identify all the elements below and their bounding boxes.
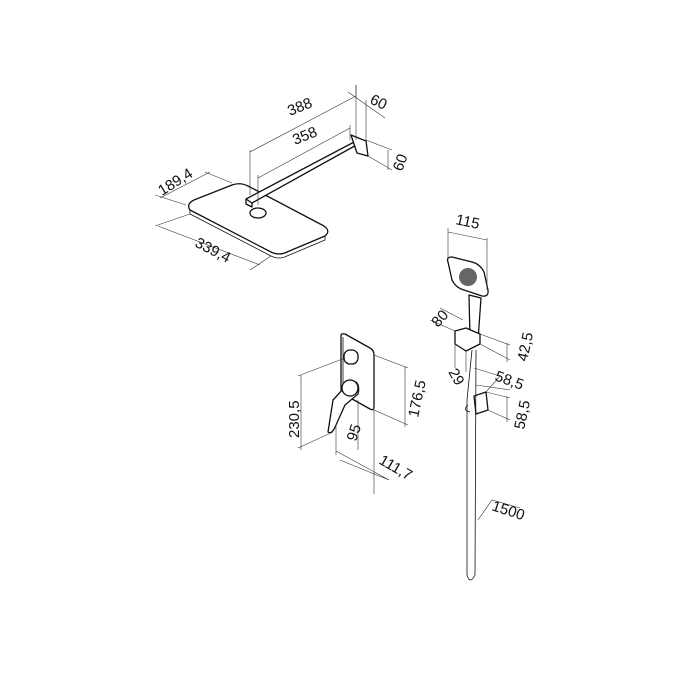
dim-80: 80 — [428, 307, 452, 331]
dim-115: 115 — [454, 211, 481, 233]
overhead-shower — [188, 134, 369, 259]
spray-face — [459, 268, 477, 286]
dim-60-height: 60 — [390, 152, 412, 173]
dim-58-5-height: 58,5 — [511, 399, 534, 431]
diverter-knob — [343, 349, 359, 365]
dim-42-5: 42,5 — [514, 331, 537, 363]
dim-60-width: 60 — [367, 91, 389, 113]
dim-339-4: 339,4 — [192, 234, 233, 266]
dim-230-5: 230,5 — [286, 400, 303, 438]
shower-hose — [465, 349, 477, 581]
shower-arm — [245, 140, 361, 208]
mixer-dimension-lines — [297, 354, 409, 494]
hand-shower-set — [446, 256, 489, 581]
dim-176-5: 176,5 — [405, 379, 429, 419]
overhead-dimension-lines — [154, 85, 393, 271]
dim-388: 388 — [285, 95, 315, 120]
dim-95: 95 — [344, 422, 365, 443]
dim-189-4: 189,4 — [155, 165, 196, 199]
dim-1500: 1500 — [490, 498, 527, 524]
concealed-mixer — [327, 333, 375, 434]
dim-358: 358 — [290, 124, 320, 149]
swivel-joint — [249, 207, 267, 219]
hand-shower-dimension-lines — [429, 228, 521, 521]
dim-29: 29 — [445, 366, 468, 389]
dim-111-7: 111,7 — [376, 452, 415, 484]
shower-head-plate — [188, 183, 329, 255]
